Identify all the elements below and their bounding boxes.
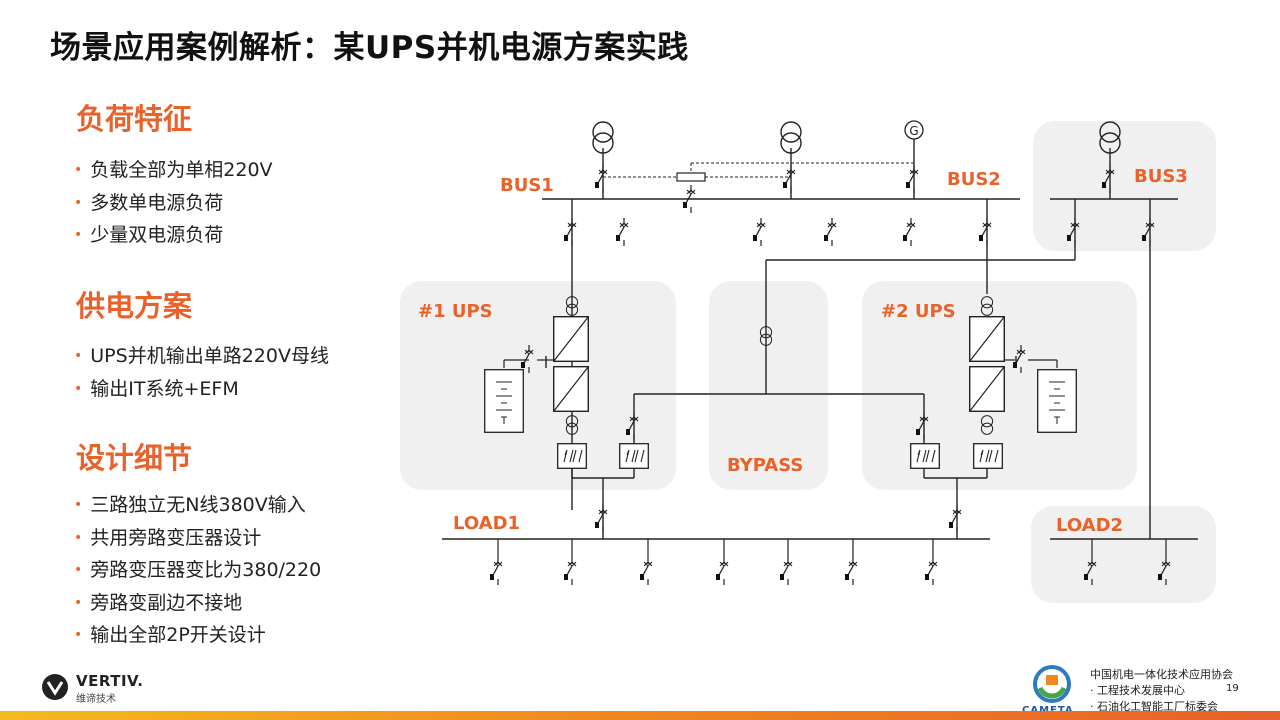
section-heading-supply: 供电方案: [76, 289, 193, 323]
static-switch-icon: [557, 443, 587, 469]
section-heading-design: 设计细节: [76, 441, 193, 475]
bypass-panel: [709, 281, 828, 490]
breaker-icon: [782, 165, 796, 193]
org-info: 中国机电一体化技术应用协会 · 工程技术发展中心 · 石油化工智能工厂标委会: [1090, 667, 1233, 715]
breaker-icon: [844, 557, 858, 585]
rectifier-icon: [969, 316, 1005, 362]
list-item: 共用旁路变压器设计: [74, 522, 321, 555]
list-item: 输出全部2P开关设计: [74, 619, 321, 652]
bus1-label: BUS1: [500, 175, 554, 196]
bus2-label: BUS2: [947, 169, 1001, 190]
list-item: 输出IT系统+EFM: [74, 373, 329, 406]
load-features-list: 负载全部为单相220V 多数单电源负荷 少量双电源负荷: [74, 154, 273, 252]
breaker-icon: [594, 165, 608, 193]
design-details-list: 三路独立无N线380V输入 共用旁路变压器设计 旁路变压器变比为380/220 …: [74, 489, 321, 652]
brand-sub: 维谛技术: [76, 694, 116, 705]
load1-label: LOAD1: [453, 513, 521, 534]
breaker-icon: [594, 505, 608, 533]
inverter-icon: [553, 366, 589, 412]
list-item: 三路独立无N线380V输入: [74, 489, 321, 522]
inverter-icon: [969, 366, 1005, 412]
list-item: UPS并机输出单路220V母线: [74, 340, 329, 373]
list-item: 少量双电源负荷: [74, 219, 273, 252]
breaker-icon: [563, 218, 577, 246]
supply-plan-list: UPS并机输出单路220V母线 输出IT系统+EFM: [74, 340, 329, 405]
cameta-logo-icon: [1033, 665, 1071, 703]
breaker-icon: [948, 505, 962, 533]
breaker-icon: [779, 557, 793, 585]
vertiv-logo-icon: [42, 674, 68, 700]
page-title: 场景应用案例解析：某UPS并机电源方案实践: [50, 30, 689, 66]
bypass-label: BYPASS: [727, 455, 804, 476]
generator-label: G: [909, 124, 918, 138]
page-number: 19: [1226, 683, 1239, 694]
breaker-icon: [563, 557, 577, 585]
ups1-label: #1 UPS: [418, 301, 493, 322]
battery-icon: [484, 369, 524, 433]
static-switch-icon: [619, 443, 649, 469]
breaker-icon: [978, 218, 992, 246]
breaker-icon: [902, 218, 916, 246]
section-heading-load: 负荷特征: [76, 102, 193, 136]
cameta-logo-text: CAMETA: [1022, 705, 1074, 716]
org-line: 中国机电一体化技术应用协会: [1090, 668, 1233, 681]
breaker-icon: [489, 557, 503, 585]
breaker-icon: [752, 218, 766, 246]
org-line: · 工程技术发展中心: [1090, 684, 1185, 697]
breaker-icon: [639, 557, 653, 585]
load2-panel: [1031, 506, 1216, 603]
breaker-icon: [823, 218, 837, 246]
bus3-label: BUS3: [1134, 166, 1188, 187]
static-switch-icon: [973, 443, 1003, 469]
rectifier-icon: [553, 316, 589, 362]
bottom-color-bar: [0, 711, 1280, 720]
list-item: 旁路变压器变比为380/220: [74, 554, 321, 587]
ups1-panel: [400, 281, 676, 490]
interlock-box: [676, 172, 706, 182]
ups2-label: #2 UPS: [881, 301, 956, 322]
breaker-icon: [924, 557, 938, 585]
load2-label: LOAD2: [1056, 515, 1124, 536]
generator-icon: [904, 120, 924, 140]
org-line: · 石油化工智能工厂标委会: [1090, 700, 1218, 713]
list-item: 多数单电源负荷: [74, 187, 273, 220]
brand-name: VERTIV.: [76, 672, 144, 690]
breaker-icon: [715, 557, 729, 585]
breaker-icon: [905, 165, 919, 193]
static-switch-icon: [910, 443, 940, 469]
list-item: 旁路变副边不接地: [74, 587, 321, 620]
list-item: 负载全部为单相220V: [74, 154, 272, 187]
breaker-icon: [615, 218, 629, 246]
bus3-panel: [1033, 121, 1216, 251]
battery-icon: [1037, 369, 1077, 433]
